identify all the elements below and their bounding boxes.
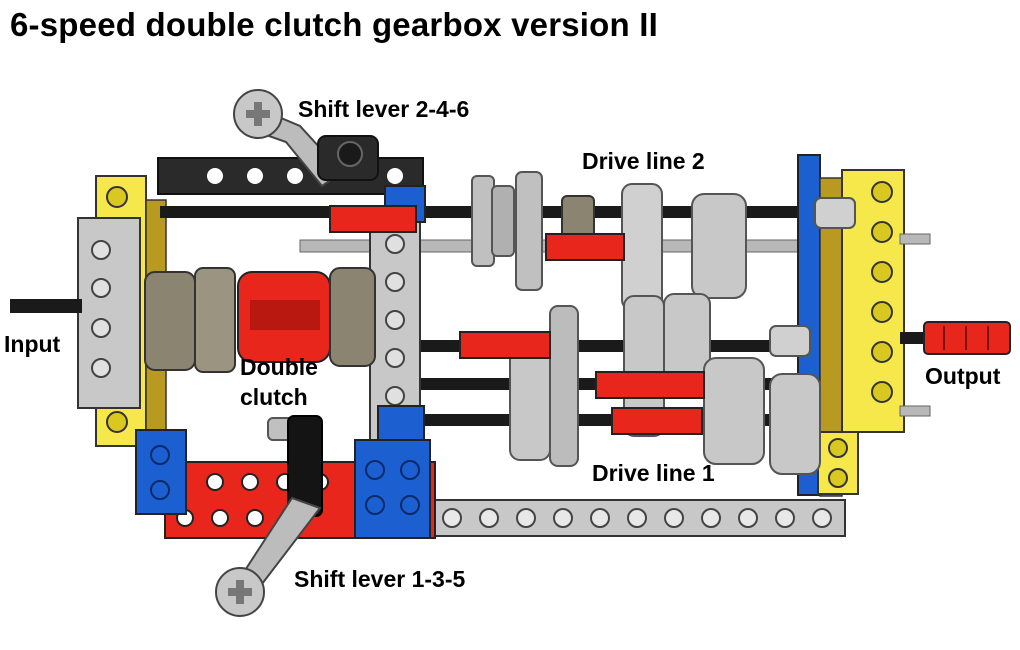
middle-gray-beam xyxy=(354,185,431,539)
top-dark-frame xyxy=(157,157,424,195)
gears-drive-line-2 xyxy=(329,171,856,311)
label-double-clutch-2: clutch xyxy=(240,384,308,410)
label-shift-lever-135: Shift lever 1-3-5 xyxy=(294,566,466,592)
label-drive-line-1: Drive line 1 xyxy=(592,460,715,486)
left-blue-blocks xyxy=(135,429,187,515)
label-double-clutch-1: Double xyxy=(240,354,318,380)
output-connector xyxy=(900,321,1011,355)
page-title: 6-speed double clutch gearbox version II xyxy=(10,6,658,43)
shift-lever-1-3-5 xyxy=(215,415,323,617)
label-output: Output xyxy=(925,363,1001,389)
shift-lever-2-4-6 xyxy=(233,89,379,188)
label-drive-line-2: Drive line 2 xyxy=(582,148,705,174)
double-clutch xyxy=(144,267,376,373)
label-shift-lever-246: Shift lever 2-4-6 xyxy=(298,96,470,122)
label-input: Input xyxy=(4,331,61,357)
bottom-gray-beam xyxy=(394,499,846,537)
gears-drive-line-1 xyxy=(267,293,821,475)
right-axle-stubs xyxy=(899,233,931,417)
right-yellow-frame xyxy=(797,154,905,497)
input-axle xyxy=(10,299,82,313)
left-gray-beam xyxy=(77,217,141,409)
